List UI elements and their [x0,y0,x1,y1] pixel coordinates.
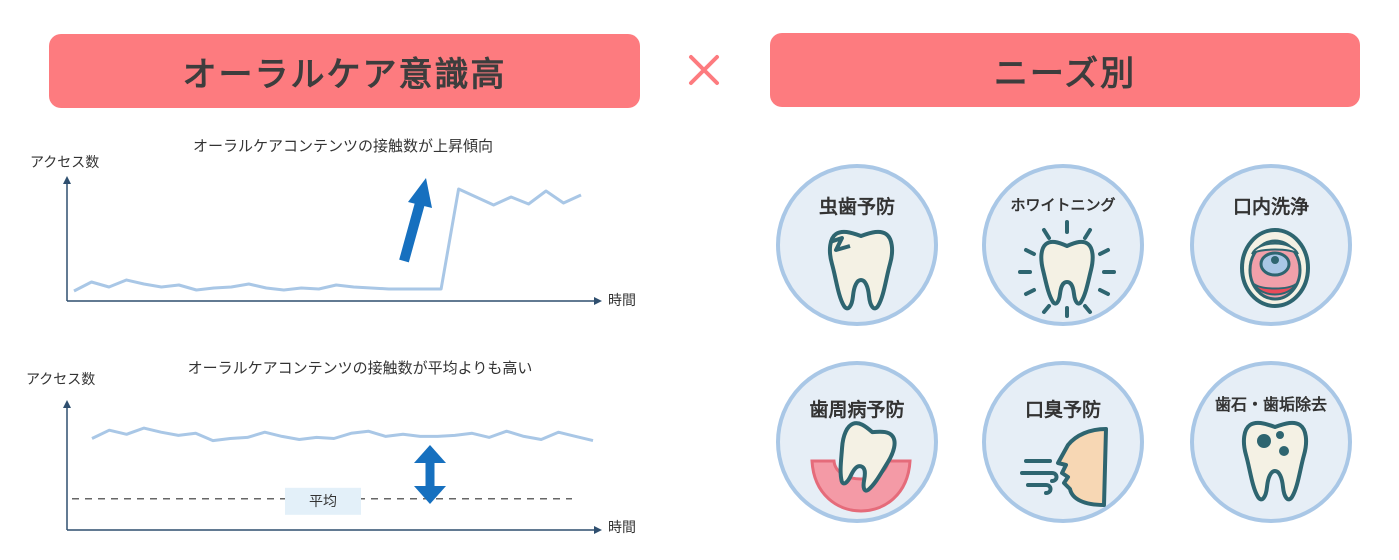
shining-tooth-icon [1018,220,1116,318]
chart-rising: オーラルケアコンテンツの接触数が上昇傾向 アクセス数 時間 [30,137,636,309]
chart2-double-arrow [414,445,446,504]
chart1-up-arrow [399,178,432,263]
need-label: 口臭予防 [1024,399,1101,421]
chart1-xlabel: 時間 [608,293,636,309]
chart1-title: オーラルケアコンテンツの接触数が上昇傾向 [193,137,493,155]
need-periodontal-prevention: 歯周病予防 [776,361,938,523]
need-label: 虫歯予防 [818,196,895,218]
gum-tooth-icon [810,421,912,513]
need-cavity-prevention: 虫歯予防 [776,164,938,326]
right-banner-title: ニーズ別 [993,53,1137,94]
chart2-x-axis-arrowhead [594,526,602,534]
open-mouth-icon [1240,228,1310,308]
chart2-average-label-box [285,487,361,515]
chart1-series-line [73,187,582,293]
need-label: ホワイトニング [1010,196,1116,214]
cavity-tooth-icon [827,229,895,311]
left-banner-title: オーラルケア意識高 [182,54,507,95]
chart1-y-axis-arrowhead [63,176,71,184]
chart1-x-axis-arrowhead [594,297,602,305]
chart2-title: オーラルケアコンテンツの接触数が平均よりも高い [188,359,533,377]
chart1-ylabel: アクセス数 [30,155,99,171]
chart2-ylabel: アクセス数 [26,372,95,388]
need-bad-breath-prevention: 口臭予防 [982,361,1144,523]
right-banner: ニーズ別 [770,33,1360,107]
chart2-average-label: 平均 [309,494,337,510]
chart2-xlabel: 時間 [608,520,636,536]
breath-face-icon [1020,427,1108,507]
chart-above-average: オーラルケアコンテンツの接触数が平均よりも高い アクセス数 時間 平均 [26,359,636,536]
times-icon [689,55,719,85]
chart2-series-line [91,426,594,443]
left-banner: オーラルケア意識高 [49,34,640,108]
need-label: 口内洗浄 [1232,196,1309,218]
need-label: 歯石・歯垢除去 [1214,395,1327,414]
need-label: 歯周病予防 [809,399,905,421]
plaque-tooth-icon [1241,420,1309,502]
need-tartar-removal: 歯石・歯垢除去 [1190,361,1352,523]
chart2-y-axis-arrowhead [63,400,71,408]
need-mouth-wash: 口内洗浄 [1190,164,1352,326]
need-whitening: ホワイトニング [982,164,1144,326]
